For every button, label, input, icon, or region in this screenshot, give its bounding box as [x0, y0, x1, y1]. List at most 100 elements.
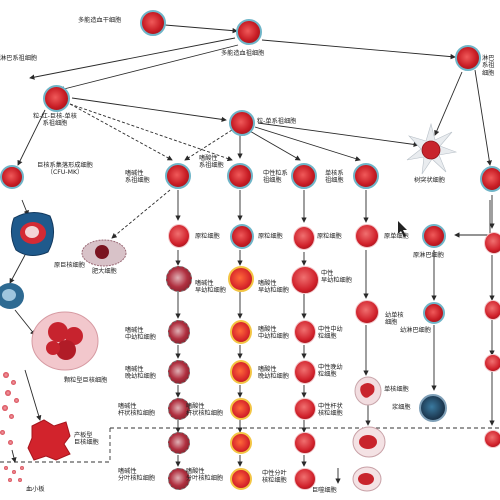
arrow-mpp-left — [29, 37, 236, 80]
arrow-mk-5 — [11, 449, 17, 463]
baso-myelocyte-label: 嗜碱性 中幼粒细胞 — [125, 327, 156, 342]
neut-promyelocyte-label: 中性 早幼粒细胞 — [321, 270, 352, 285]
arrow-mpp-lymphoid — [261, 39, 456, 60]
neut-metamyelocyte-label: 中性晚幼 粒细胞 — [318, 364, 343, 379]
mono-prog-label: 单核系 祖细胞 — [325, 170, 344, 185]
mast-label: 肥大细胞 — [92, 268, 117, 275]
rbc-dot — [2, 405, 8, 411]
eos-promyelocyte-label: 嗜酸性 早幼粒细胞 — [258, 280, 289, 295]
baso-promyelocyte-label: 嗜碱性 早幼粒细胞 — [195, 280, 226, 295]
megakaryoblast-cell — [10, 212, 54, 256]
neut-segmented-label: 中性分叶 核粒细胞 — [262, 470, 287, 485]
neut-prog-cell — [291, 163, 317, 189]
mast-cell — [81, 239, 127, 267]
promonocyte-cell — [355, 300, 379, 324]
eos-segmented-label: 嗜酸性 分叶核粒细胞 — [186, 468, 224, 483]
eos-promyelocyte-cell — [228, 266, 254, 292]
macrophage-label: 巨噬细胞 — [312, 487, 337, 494]
right-col-cell-2 — [484, 300, 500, 320]
promonocyte-label: 幼单核 细胞 — [385, 312, 404, 327]
lymphoblast-label: 原淋巴细胞 — [413, 252, 444, 259]
myeloblast-3-label: 原粒细胞 — [317, 233, 342, 240]
arrow-mk-1 — [21, 199, 29, 216]
promegakaryocyte-cell — [0, 283, 24, 309]
baso-segmented-2-cell — [168, 468, 190, 490]
myeloblast-2-label: 原粒细胞 — [258, 233, 283, 240]
plasma-label: 浆细胞 — [392, 404, 411, 411]
hsc-cell — [140, 10, 166, 36]
granular-mk-label: 颗粒型巨核细胞 — [64, 377, 108, 384]
platelet-dot — [12, 470, 16, 474]
arrow-lymphoid-dendritic — [434, 71, 463, 136]
mk-colony-label: 巨核系集落形成细胞 （CFU-MK） — [37, 162, 93, 177]
gm-cell — [229, 110, 255, 136]
eos-prog-label: 嗜酸性 系祖细胞 — [199, 155, 224, 170]
monocyte-label: 单核细胞 — [384, 386, 409, 393]
platelet-dot — [8, 478, 12, 482]
neut-myelocyte-label: 中性中幼 粒细胞 — [318, 326, 343, 341]
prolymphocyte-cell — [423, 302, 445, 324]
mk-colony-cell — [0, 165, 24, 189]
myeloblast-2-cell — [230, 224, 254, 249]
rbc-dot — [0, 430, 5, 435]
neut-segmented-2-cell — [294, 468, 316, 490]
mpp-label: 多能造血祖细胞 — [221, 50, 265, 57]
eos-metamyelocyte-label: 嗜酸性 晚幼粒细胞 — [258, 366, 289, 381]
arrow-mk-3 — [14, 309, 36, 336]
baso-segmented-label: 嗜碱性 分叶核粒细胞 — [118, 468, 156, 483]
eos-myelocyte-label: 嗜酸性 中幼粒细胞 — [258, 326, 289, 341]
arrow-gemm-mk — [17, 109, 46, 166]
neut-band-cell — [294, 398, 316, 420]
myeloblast-3-cell — [293, 226, 315, 250]
monoblast-label: 原单细胞 — [384, 233, 409, 240]
lymphoblast-cell — [422, 224, 446, 248]
eos-band-cell — [230, 398, 252, 420]
eos-myelocyte-cell — [230, 320, 252, 344]
neut-prog-label: 中性粒系 祖细胞 — [263, 170, 288, 185]
rbc-dot — [8, 440, 13, 445]
eos-segmented-2-cell — [230, 468, 252, 490]
mouse-cursor-icon — [398, 221, 407, 237]
rbc-dot — [5, 390, 11, 396]
baso-prog-cell — [165, 163, 191, 189]
eos-metamyelocyte-cell — [230, 360, 252, 384]
mono-prog-cell — [353, 163, 379, 189]
baso-prog-label: 嗜碱性 系祖细胞 — [125, 170, 150, 185]
baso-band-cell — [168, 398, 190, 420]
baso-myelocyte-cell — [168, 320, 190, 344]
dendritic-label: 树突状细胞 — [414, 177, 445, 184]
monoblast-cell — [355, 224, 379, 248]
arrow-gm-baso — [184, 129, 233, 161]
arrow-gemm-baso — [69, 103, 173, 161]
arrow-gm-mono — [254, 126, 361, 162]
gemm-label: 粒-红-巨核-单核 系祖细胞 — [33, 113, 77, 128]
rbc-dot — [9, 414, 14, 419]
arrow-gm-neut — [247, 129, 301, 161]
neut-promyelocyte-cell — [291, 266, 319, 294]
rbc-dot — [14, 398, 19, 403]
neut-segmented-cell — [294, 432, 316, 454]
platelet-dot — [20, 466, 24, 470]
gemm-cell — [43, 85, 70, 112]
neut-metamyelocyte-cell — [294, 360, 316, 384]
hsc-label: 多能造血干细胞 — [78, 17, 122, 24]
platelet-producing-mk-cell — [27, 419, 71, 461]
platelet-label: 血小板 — [26, 486, 45, 493]
arrow-lymphoid-down — [474, 69, 492, 166]
lymphoid-prog-label: 淋巴系祖细胞 — [482, 55, 495, 77]
megakaryoblast-label: 原巨核细胞 — [54, 262, 85, 269]
right-col-cell-3 — [484, 354, 500, 372]
baso-promyelocyte-cell — [166, 266, 192, 292]
neut-band-label: 中性杆状 核粒细胞 — [318, 403, 343, 418]
baso-metamyelocyte-label: 嗜碱性 晚幼粒细胞 — [125, 366, 156, 381]
myeloblast-1-label: 原粒细胞 — [195, 233, 220, 240]
myeloblast-1-cell — [168, 224, 190, 248]
arrow-right-to-lymphoblast — [454, 200, 491, 238]
platelet-dot — [4, 466, 8, 470]
arrow-gm-dendritic — [257, 122, 419, 148]
arrow-hsc-mpp — [164, 24, 238, 34]
baso-segmented-cell — [168, 432, 190, 454]
plasma-cell — [419, 394, 447, 422]
